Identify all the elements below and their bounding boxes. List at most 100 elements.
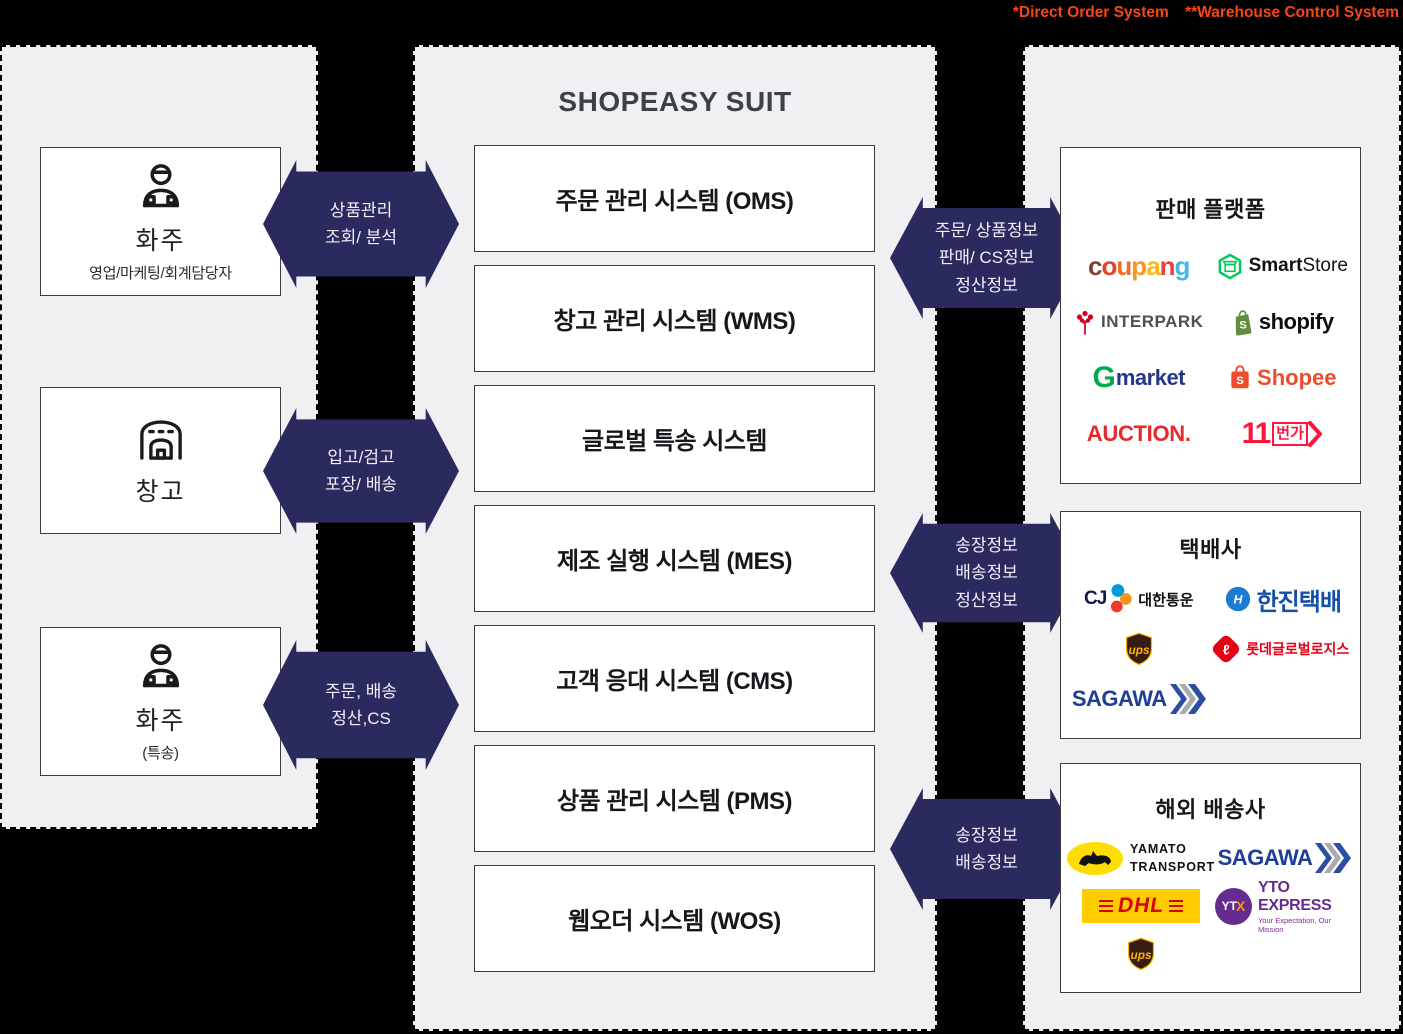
yamato-line2: TRANSPORT xyxy=(1130,860,1215,874)
yto-label: YTO EXPRESS xyxy=(1257,878,1332,914)
cj-label: 대한통운 xyxy=(1138,591,1194,609)
legend-note: *Direct Order System **Warehouse Control… xyxy=(1013,4,1399,22)
person-icon xyxy=(142,164,179,208)
shopify-label: shopify xyxy=(1258,309,1334,334)
smartstore-label-bold: Smart xyxy=(1248,255,1303,276)
arrow-line: 주문/ 상품정보 xyxy=(934,220,1039,240)
actor-title: 화주 xyxy=(135,227,186,255)
gmarket-g: G xyxy=(1092,361,1116,394)
group-title: 택배사 xyxy=(1179,537,1242,562)
auction-label: AUCTION. xyxy=(1086,421,1191,446)
shopee-bag-icon: S xyxy=(1231,365,1249,389)
arrow-line: 정산정보 xyxy=(955,590,1018,610)
11st-suffix: 번가 xyxy=(1272,422,1308,446)
system-label: 주문 관리 시스템 (OMS) xyxy=(555,188,794,215)
coupang-letter: u xyxy=(1116,251,1132,281)
ups-shield-icon: ups xyxy=(1125,632,1152,665)
arrow-line: 배송정보 xyxy=(955,563,1018,583)
group-title: 판매 플랫폼 xyxy=(1155,197,1266,222)
sagawa-logo: SAGAWA xyxy=(1067,674,1211,724)
hanjin-label: 한진택배 xyxy=(1256,588,1342,616)
system-label: 창고 관리 시스템 (WMS) xyxy=(553,308,796,335)
actor-box-shipper: 화주 영업/마케팅/회계담당자 xyxy=(40,147,281,296)
suite-title: SHOPEASY SUIT xyxy=(558,86,792,117)
sagawa-label: SAGAWA xyxy=(1071,686,1167,711)
actor-subtitle: 영업/마케팅/회계담당자 xyxy=(89,265,232,282)
actor-box-warehouse: 창고 xyxy=(40,387,281,534)
flow-arrow-order-product-info: 주문/ 상품정보 판매/ CS정보 정산정보 xyxy=(890,197,1083,319)
system-box-mes: 제조 실행 시스템 (MES) xyxy=(474,505,875,612)
yamato-logo: YAMATO TRANSPORT xyxy=(1067,834,1215,882)
arrow-line: 송장정보 xyxy=(955,825,1018,845)
sagawa-chevrons-icon xyxy=(1169,684,1206,714)
actor-title: 창고 xyxy=(135,478,186,506)
group-title: 해외 배송사 xyxy=(1155,797,1266,822)
system-box-cms: 고객 응대 시스템 (CMS) xyxy=(474,625,875,732)
shopee-label: Shopee xyxy=(1257,365,1337,390)
yto-tagline: Your Expectation, Our Mission xyxy=(1257,915,1332,934)
shopee-initial: S xyxy=(1236,375,1244,387)
chevron-right-icon xyxy=(1307,421,1322,447)
lotte-logistics-logo: ℓ 롯데글로벌로지스 xyxy=(1210,624,1355,674)
arrow-line: 배송정보 xyxy=(955,853,1018,872)
legend-note-warehouse-control: **Warehouse Control System xyxy=(1185,4,1399,21)
legend-note-direct-order: *Direct Order System xyxy=(1012,4,1169,21)
ups-wordmark: ups xyxy=(1130,947,1151,961)
arrow-line: 포장/ 배송 xyxy=(324,475,397,494)
lotte-initial: ℓ xyxy=(1222,641,1230,657)
actor-box-shipper-express: 화주 (특송) xyxy=(40,627,281,776)
flow-arrow-invoice-delivery: 송장정보 배송정보 xyxy=(890,788,1083,910)
flow-arrow-inbound-packing: 입고/검고 포장/ 배송 xyxy=(263,408,459,534)
arrow-line: 조회/ 분석 xyxy=(324,228,397,247)
person-icon xyxy=(142,644,179,688)
gmarket-label: market xyxy=(1115,365,1186,390)
11st-number: 11 xyxy=(1241,417,1272,450)
arrow-line: 입고/검고 xyxy=(327,447,395,467)
interpark-label: INTERPARK xyxy=(1101,312,1204,331)
arrow-line: 정산,CS xyxy=(331,709,391,728)
overseas-carriers-box: 해외 배송사 YAMATO TRANSPORT SAGAWA xyxy=(1060,763,1361,993)
hanjin-initial: H xyxy=(1233,593,1242,607)
cj-flower-icon xyxy=(1111,584,1133,613)
ups-logo: ups xyxy=(1067,624,1211,674)
arrow-line: 송장정보 xyxy=(955,535,1018,555)
coupang-letter: o xyxy=(1101,251,1118,281)
yto-badge-yt: YT xyxy=(1221,899,1237,913)
lotte-diamond-icon: ℓ xyxy=(1210,633,1242,665)
system-label: 글로벌 특송 시스템 xyxy=(582,428,767,455)
coupang-letter: c xyxy=(1088,251,1103,281)
hanjin-circle-icon: H xyxy=(1225,586,1250,612)
auction-logo: AUCTION. xyxy=(1067,406,1211,462)
couriers-logos: CJ 대한통운 H 한진택배 ups xyxy=(1061,574,1360,724)
system-label: 상품 관리 시스템 (PMS) xyxy=(556,788,793,815)
system-box-global-express: 글로벌 특송 시스템 xyxy=(474,385,875,492)
ups-shield-icon: ups xyxy=(1127,937,1155,970)
shopify-initial: S xyxy=(1239,319,1247,331)
system-box-oms: 주문 관리 시스템 (OMS) xyxy=(474,145,875,252)
arrow-line: 정산정보 xyxy=(955,275,1018,295)
overseas-carriers-logos: YAMATO TRANSPORT SAGAWA DHL xyxy=(1061,834,1360,978)
arrow-line: 상품관리 xyxy=(329,200,393,220)
arrow-line: 주문, 배송 xyxy=(324,681,397,701)
coupang-letter: g xyxy=(1174,251,1191,281)
actor-title: 화주 xyxy=(135,707,186,735)
cj-wordmark: CJ xyxy=(1084,588,1107,609)
dhl-logo: DHL xyxy=(1067,882,1215,930)
yamato-cat-icon xyxy=(1067,841,1123,875)
shopify-logo: S shopify xyxy=(1211,294,1355,350)
yto-label-block: YTO EXPRESS Your Expectation, Our Missio… xyxy=(1258,879,1354,934)
couriers-box: 택배사 CJ 대한통운 H 한진택배 xyxy=(1060,511,1361,739)
dhl-dashes-icon xyxy=(1098,900,1113,912)
cj-logistics-logo: CJ 대한통운 xyxy=(1067,574,1211,624)
shopify-bag-icon: S xyxy=(1235,309,1252,336)
interpark-tree-icon xyxy=(1076,310,1094,335)
ups-wordmark: ups xyxy=(1128,642,1149,656)
yto-badge-x: X xyxy=(1235,898,1246,914)
actor-subtitle: (특송) xyxy=(142,745,179,762)
hanjin-logo: H 한진택배 xyxy=(1211,574,1355,624)
